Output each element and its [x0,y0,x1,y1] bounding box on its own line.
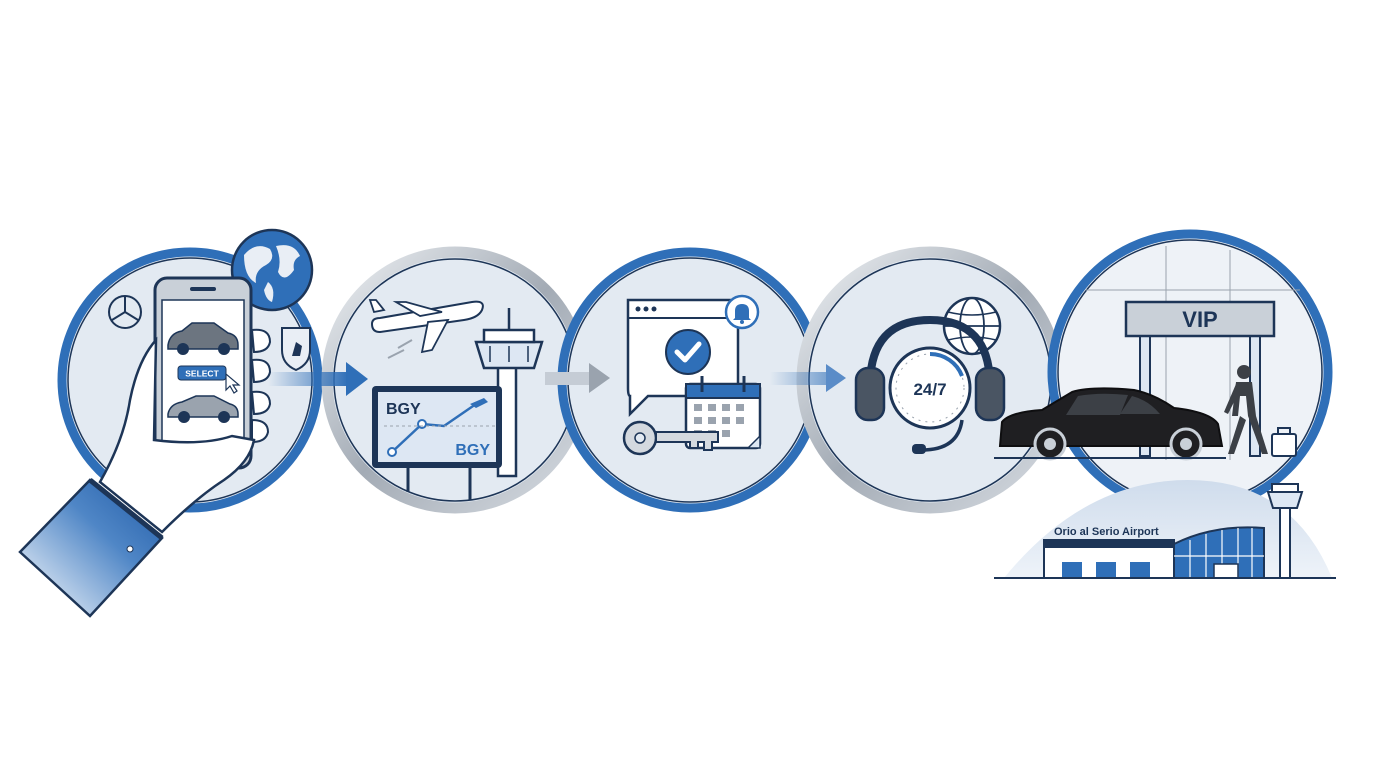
headset-icon [854,315,1006,454]
sports-car-icon [167,395,239,423]
car-icon [167,322,239,355]
step-2: BGY BGY [368,299,544,500]
arrow-2-to-3 [545,363,610,393]
step-1: SELECT [18,228,314,618]
airplane-icon [368,299,484,359]
flight-board-icon: BGY BGY [372,386,502,500]
bell-icon [724,294,760,330]
board-code-bottom: BGY [455,442,490,459]
microphone-icon [921,419,964,452]
chauffeur-icon [1224,365,1268,454]
sedan-icon [994,387,1226,461]
ferrari-logo-icon [281,327,311,372]
arrow-1-to-2 [268,362,368,396]
hand-icon [98,328,272,534]
select-button[interactable]: SELECT [177,365,227,381]
clock-icon: 24/7 [888,346,972,430]
board-code-top: BGY [386,401,421,418]
support-label: 24/7 [913,380,946,399]
step-5: VIP [994,246,1336,579]
airport-name: Orio al Serio Airport [1054,526,1159,538]
select-button-label: SELECT [185,369,219,379]
mercedes-logo-icon [108,295,142,329]
key-icon [622,420,719,456]
cursor-icon [225,372,241,394]
checkmark-icon [665,329,711,375]
airport-terminal-icon: Orio al Serio Airport [994,480,1336,579]
step-3 [622,294,762,456]
arrow-3-to-4 [770,364,846,392]
control-tower-icon [1266,483,1304,579]
control-tower-icon [474,308,544,478]
vip-label: VIP [1182,307,1217,332]
ring-step-5 [1047,229,1333,515]
step-4: 24/7 [854,296,1006,454]
suitcase-icon [1271,427,1297,457]
sleeve [18,478,164,618]
